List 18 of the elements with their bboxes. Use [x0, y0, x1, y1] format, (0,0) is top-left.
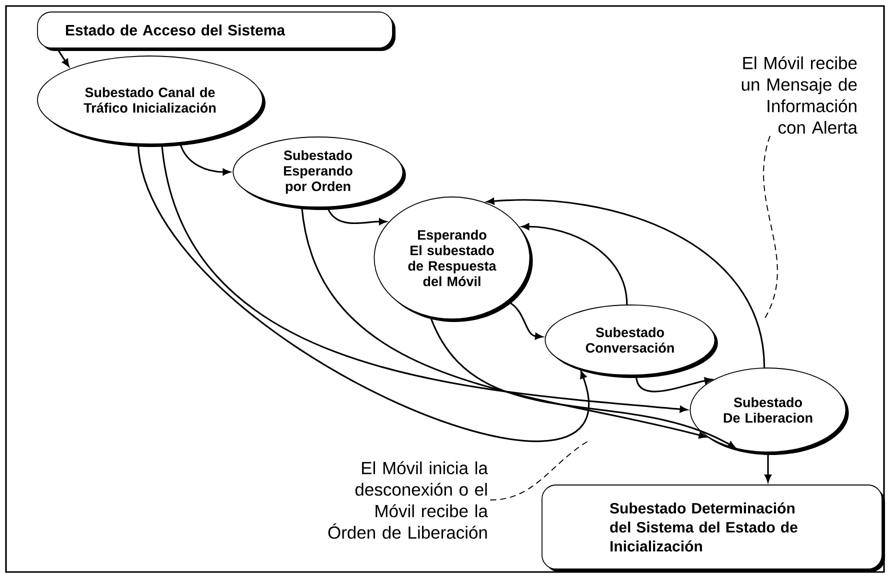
- arrow: [301, 206, 706, 439]
- state-box: Subestado Determinación del Sistema del Estado de Inicialización: [542, 484, 885, 572]
- arrow: [635, 375, 712, 392]
- arrow: [522, 223, 628, 305]
- arrow: [56, 48, 70, 67]
- arrow: [179, 142, 230, 176]
- arrow: [326, 206, 387, 225]
- leader-line: [490, 440, 590, 500]
- arrow: [161, 144, 688, 413]
- arrow: [764, 452, 772, 482]
- annotation-text: El Móvil inicia la desconexión o el Móvil recibe la Órden de Liberación: [328, 461, 488, 539]
- arrow: [507, 300, 543, 340]
- arrow: [486, 198, 766, 368]
- arrow: [137, 144, 588, 442]
- state-box: Estado de Acceso del Sistema: [37, 12, 396, 51]
- annotation-text: El Móvil recibe un Mensaje de Información con Alerta: [742, 56, 858, 134]
- leader-line: [763, 135, 778, 318]
- arrow: [430, 316, 736, 448]
